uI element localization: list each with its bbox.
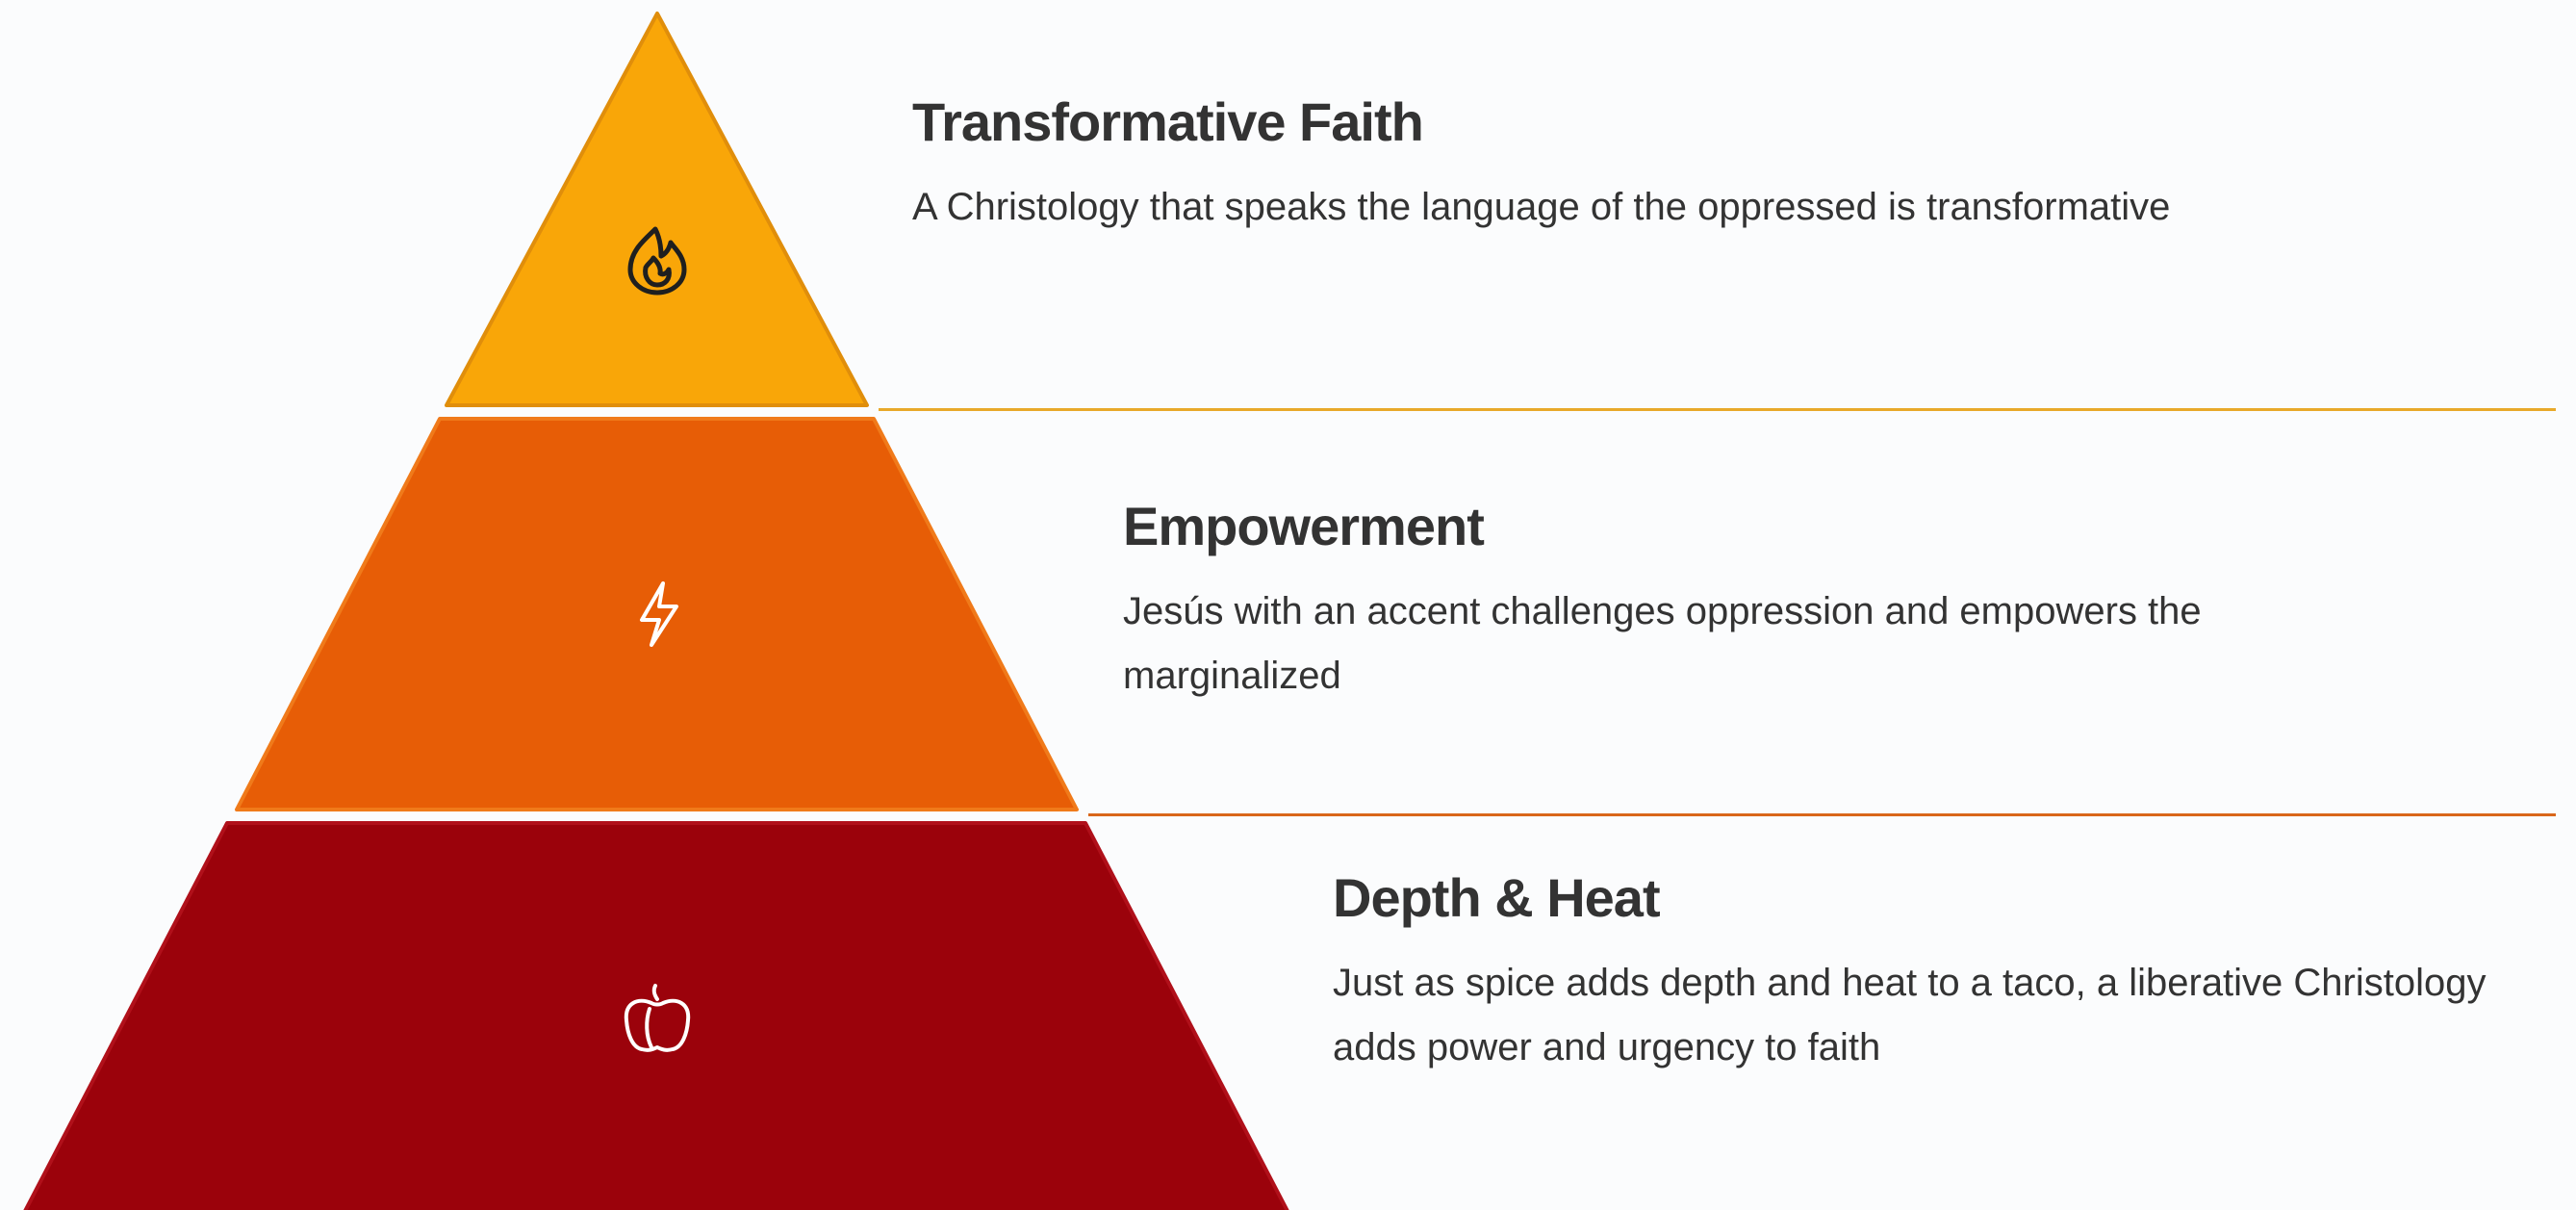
pepper-icon xyxy=(624,984,691,1052)
flame-icon xyxy=(627,226,687,296)
tier-2-description: Jesús with an accent challenges oppressi… xyxy=(1123,590,2202,698)
tier-2-title: Empowerment xyxy=(1123,496,1485,556)
tier-3-description: Just as spice adds depth and heat to a t… xyxy=(1333,962,2487,1069)
tier-3-shape xyxy=(23,821,1289,1210)
tier-2-text: Empowerment Jesús with an accent challen… xyxy=(1123,494,2422,708)
lightning-icon xyxy=(640,581,678,647)
tier-3-text: Depth & Heat Just as spice adds depth an… xyxy=(1333,865,2536,1080)
tier-1-text: Transformative Faith A Christology that … xyxy=(912,90,2548,240)
tier-1-shape xyxy=(445,12,869,407)
pyramid-diagram xyxy=(23,12,1289,1210)
tier-3-title: Depth & Heat xyxy=(1333,867,1661,928)
tier-1-description: A Christology that speaks the language o… xyxy=(912,186,2171,229)
tier-1-title: Transformative Faith xyxy=(912,91,1424,152)
tier-1-divider xyxy=(879,408,2556,411)
tier-2-shape xyxy=(235,417,1079,811)
tier-2-divider xyxy=(1088,813,2556,816)
